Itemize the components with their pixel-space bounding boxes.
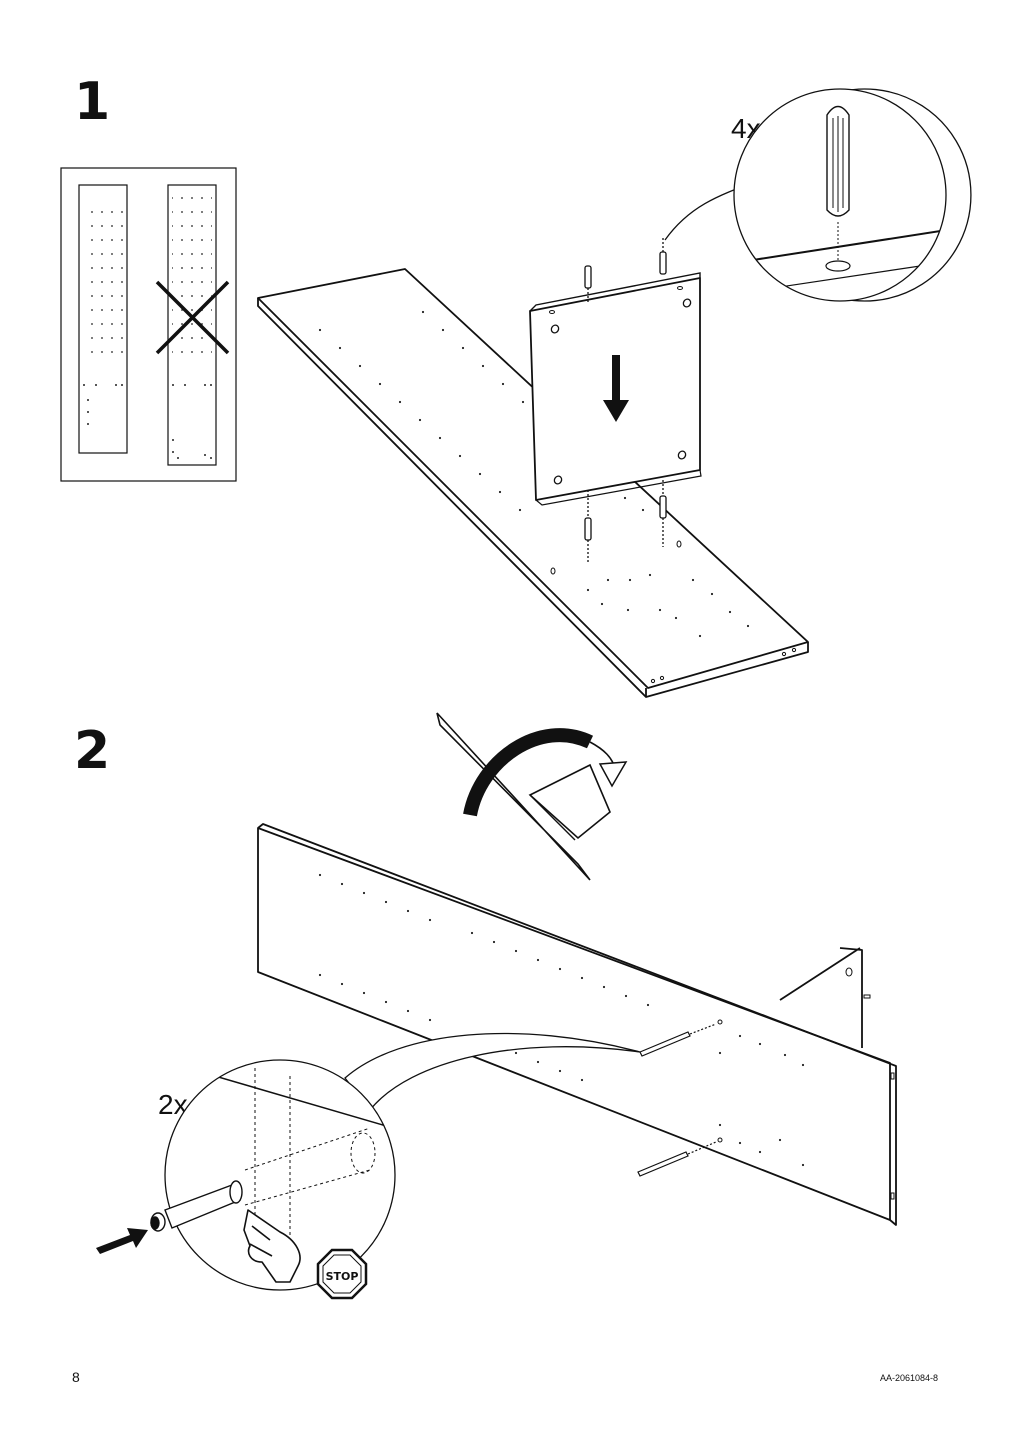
push-arrow-icon	[96, 1228, 148, 1254]
dowel-pins	[584, 238, 667, 562]
connector-detail-callout	[96, 1059, 396, 1291]
stop-sign-label: STOP	[326, 1270, 359, 1283]
step-2-number: 2	[74, 721, 111, 781]
top-panel	[257, 823, 897, 1226]
bottom-panel	[257, 268, 809, 698]
step-1-number: 1	[74, 72, 111, 132]
top-panel-hole-rows	[318, 873, 805, 1167]
incorrect-x-icon	[155, 280, 230, 355]
dowel-detail-callout	[664, 88, 972, 302]
down-arrow-icon	[603, 355, 629, 422]
flip-rotate-icon	[436, 712, 628, 881]
hand-icon	[243, 1209, 301, 1283]
connector-bolts	[637, 1023, 717, 1177]
panel-hole-row	[318, 310, 750, 638]
document-code: AA-2061084-8	[880, 1373, 939, 1383]
orientation-inset	[60, 167, 237, 482]
dowel-icon	[826, 105, 850, 217]
page-number: 8	[72, 1369, 80, 1385]
connector-bolt-icon	[150, 1180, 243, 1232]
stop-sign-icon	[316, 1248, 368, 1300]
